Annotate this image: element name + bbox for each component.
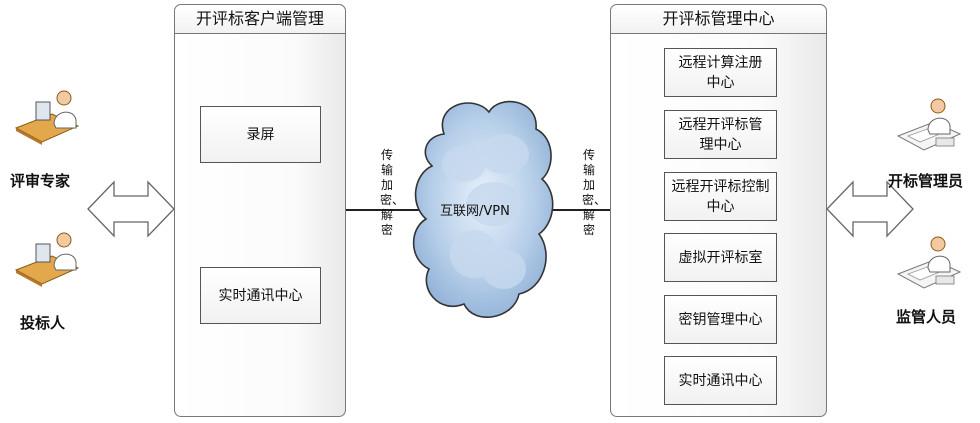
left-double-arrow	[87, 180, 175, 238]
remote-bid-control-node: 远程开评标控制 中心	[664, 172, 777, 221]
supervisor-person-icon	[896, 236, 962, 289]
cloud-label: 互联网/VPN	[440, 204, 510, 219]
bid-admin-person-icon	[896, 98, 962, 151]
screen-recording-node: 录屏	[200, 106, 321, 163]
remote-compute-registry-node: 远程计算注册 中心	[664, 48, 777, 97]
right-link-line	[548, 209, 610, 211]
bidder-role-label: 投标人	[20, 314, 66, 332]
bidder-person-icon	[14, 232, 80, 287]
expert-role-label: 评审专家	[10, 172, 71, 190]
supervisor-role-label: 监管人员	[896, 308, 957, 326]
center-realtime-comm-node: 实时通讯中心	[664, 356, 777, 405]
virtual-bid-room-node: 虚拟开评标室	[664, 233, 777, 282]
right-double-arrow	[826, 180, 914, 238]
client-realtime-comm-node: 实时通讯中心	[200, 267, 321, 324]
expert-person-icon	[14, 90, 80, 145]
internet-cloud	[412, 100, 554, 318]
right-link-label: 传输加密、解密	[582, 148, 607, 237]
management-center-title: 开评标管理中心	[611, 5, 826, 34]
left-link-label: 传输加密、解密	[380, 148, 405, 237]
client-management-title: 开评标客户端管理	[175, 5, 345, 34]
bid-admin-role-label: 开标管理员	[888, 172, 964, 190]
remote-bid-management-node: 远程开评标管 理中心	[664, 110, 777, 159]
key-management-node: 密钥管理中心	[664, 295, 777, 344]
client-management-panel: 开评标客户端管理	[174, 4, 346, 417]
left-link-line	[346, 209, 426, 211]
